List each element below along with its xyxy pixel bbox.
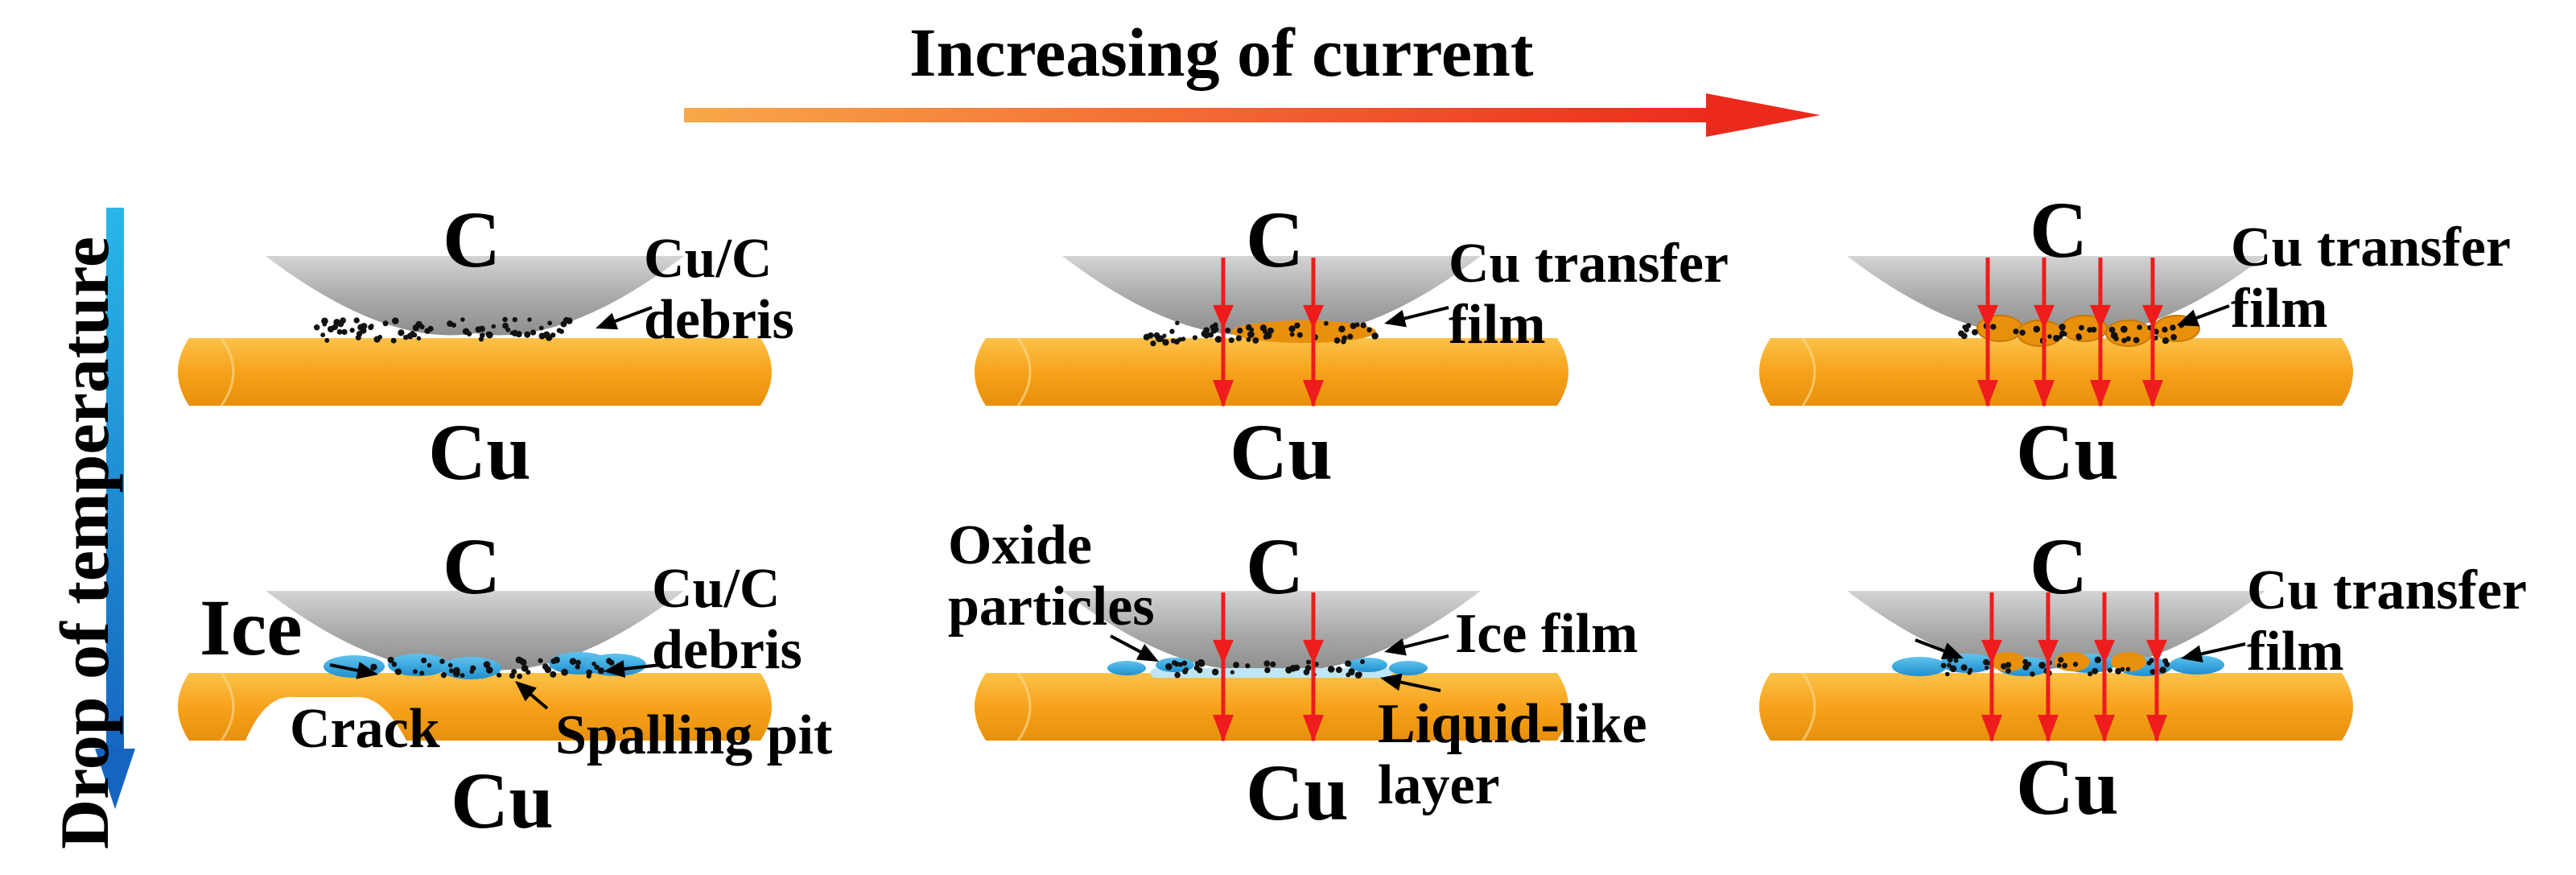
oxide-particle [1107,661,1146,675]
panel-2-transfer-film-label: Cu transfer film [1449,233,1729,356]
contact-panel-5 [975,591,1568,742]
debris-pointer [596,306,653,330]
contact-panel-2 [975,256,1568,407]
copper-substrate [178,338,772,406]
spalling-pit-pointer [515,681,549,710]
panel-4-spalling-pit-label: Spalling pit [555,704,833,766]
contact-panel-4 [178,591,772,741]
copper-substrate [1759,673,2353,741]
contact-panel-6 [1759,591,2353,742]
transfer-film-pointer [2181,642,2246,663]
panel-4-ice-label: Ice [200,583,303,672]
panel-3-carbon-label: C [2030,185,2088,274]
current-line [2146,592,2167,742]
temperature-direction-arrow [95,208,135,809]
liquid-layer-pointer [1380,673,1441,692]
oxide-particle [1349,658,1387,672]
debris-pointer [604,660,661,678]
x-axis-label: Increasing of current [909,14,1534,91]
current-line [2038,592,2059,742]
panel-1-copper-label: Cu [428,407,531,497]
current-line [2034,258,2055,407]
current-line [1213,592,1234,742]
contact-panel-1 [178,256,772,407]
ice-film-pointer [1384,634,1449,656]
ice-pointer [1914,638,1964,659]
transfer-film-pointer [2177,304,2230,327]
copper-substrate [975,673,1568,741]
current-line [1303,258,1324,407]
panel-3-transfer-film-label: Cu transfer film [2231,217,2511,340]
ice-particle [2170,655,2224,675]
panel-4-carbon-label: C [443,522,501,611]
debris-particles [313,316,573,344]
current-line [1981,592,2002,742]
debris-particles [1940,656,2170,677]
debris-particles [1165,658,1366,679]
panel-5-oxide-particles-label: Oxide particles [948,514,1155,638]
current-line [1977,258,1998,407]
debris-particles [370,656,615,679]
current-line [1303,592,1324,742]
panel-5-carbon-label: C [1246,522,1304,611]
carbon-counterface [1062,256,1481,336]
carbon-counterface [266,256,684,336]
panel-4-crack-label: Crack [290,698,440,760]
copper-substrate [1759,338,2353,406]
panel-6-carbon-label: C [2030,522,2088,611]
transfer-film-flake [2111,652,2146,671]
panel-2-copper-label: Cu [1230,407,1333,497]
carbon-counterface [1062,591,1481,671]
ice-pointer [329,662,378,679]
panel-3-copper-label: Cu [2016,407,2119,497]
current-line [2090,258,2111,407]
crack [245,696,406,741]
transfer-film-flake [1990,652,2026,671]
current-line [2142,258,2163,407]
panel-2-carbon-label: C [1246,195,1304,284]
contact-panel-3 [1759,256,2353,407]
carbon-counterface [266,591,684,671]
current-line [2094,592,2115,742]
panel-5-ice-film-label: Ice film [1455,603,1638,665]
panel-4-debris-label: Cu/C debris [652,558,802,681]
current-line [1213,258,1234,407]
panel-6-copper-label: Cu [2016,742,2119,832]
panel-6-transfer-film-label: Cu transfer film [2247,559,2527,683]
panel-5-copper-label: Cu [1246,748,1349,837]
debris-particles [1143,320,1379,347]
y-axis-label: Drop of temperature [46,236,123,849]
panel-4-copper-label: Cu [451,756,554,845]
oxide-particles-pointer [1110,634,1159,662]
copper-substrate [975,338,1568,406]
panel-5-liquid-layer-label: Liquid-like layer [1378,693,1647,816]
panel-1-carbon-label: C [443,195,501,284]
ice-particle [1892,657,1947,676]
current-direction-arrow [684,93,1820,137]
panel-1-debris-label: Cu/C debris [644,228,794,351]
transfer-film-pointer [1384,306,1449,328]
oxide-particle [1389,661,1428,675]
carbon-counterface [1847,256,2265,336]
ice-particle [388,654,449,676]
